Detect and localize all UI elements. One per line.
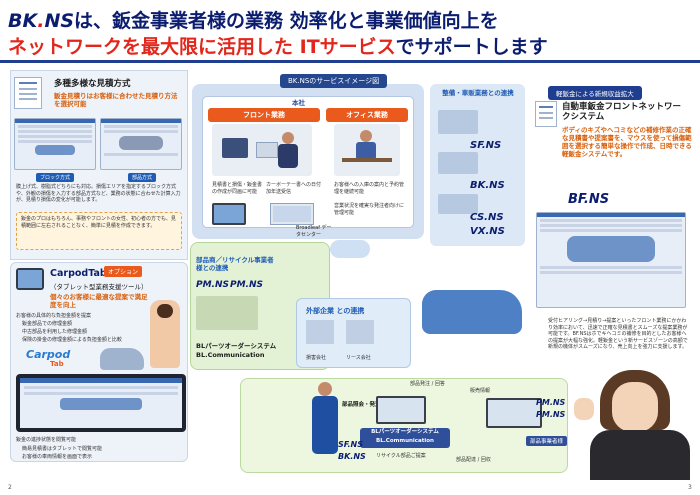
woman-face-illustration (612, 382, 658, 432)
carpod-bottom-title: 鈑金の進捗状態を閲覧可能 (16, 437, 77, 443)
office-work-heading: オフィス業務 (326, 108, 408, 122)
lease-label: リース会社 (346, 355, 371, 361)
carpod-logo-tab: Tab (50, 360, 64, 368)
bf-ns-logo: BF.NS (568, 192, 610, 207)
maintenance-logo-2: BK.NS (470, 180, 505, 191)
maintenance-title: 整備・車販業務との連携 (442, 89, 514, 97)
recycle-proposal-label: リサイクル部品ご提案 (376, 453, 426, 459)
headline-line-1: BK.NSは、鈑金事業者様の業務 効率化と事業価値向上を (8, 10, 499, 32)
maintenance-logo-1: SF.NS (470, 140, 502, 151)
new-revenue-pill: 軽鈑金による新規収益拡大 (548, 86, 642, 100)
autobody-title: 自動車鈑金フロントネットワークシステム (562, 102, 682, 122)
carpod-subtitle: （タブレット型業務支援ツール） (50, 283, 148, 291)
mechanic-head (318, 382, 332, 396)
monitor-illustration (270, 203, 314, 225)
front-desk-illustration (212, 124, 312, 176)
data-center-label: Broadleaf データセンター (296, 225, 332, 238)
block-method-label: ブロック方式 (36, 173, 75, 182)
parts-inquiry-label: 部品照会・発注 (342, 402, 381, 408)
estimate-note-box: 鈑金のプロはもちろん、事務やフロントの女性、初心者の方でも、見積範囲に左右される… (16, 212, 182, 250)
office-bullet-2: 営業状況を確実な発注者向けに管理可能 (334, 203, 405, 216)
estimate-description: 膜上げ式、樹脂式どちらにも対応。損傷エリアを指定するブロック方式や、外観の損傷を… (16, 184, 181, 203)
bl-communication-label: BL.Communication (196, 351, 265, 359)
pm-ns-logo-1: PM.NS (196, 280, 229, 290)
tablet-screenshot (16, 374, 186, 432)
carpod-logo: Carpod (26, 348, 71, 361)
office-bullet-1: お客様への入庫の案内と予約管理を継続可能 (334, 182, 405, 195)
parts-order-system-label: BLパーツオーダーシステム (196, 342, 277, 350)
estimate-title: 多種多様な見積方式 (54, 79, 131, 89)
garage-illustration-3 (438, 194, 478, 214)
parts-dealer-title: 部品商／リサイクル事業者様との連携 (196, 256, 274, 272)
insurance-label: 損害会社 (306, 355, 327, 361)
carpod-bullet-2: 鈑金部品での修理金額 (22, 321, 73, 327)
carpod-bullet-3: 中古部品を利用した修理金額 (22, 329, 88, 335)
car-illustration (422, 290, 522, 334)
front-work-heading: フロント業務 (208, 108, 320, 122)
brand-logo: BK.NS (8, 10, 75, 32)
insurance-building-icon (306, 320, 334, 344)
delivery-label: 部品配達 / 回収 (456, 457, 491, 463)
carpod-title: CarpodTab (50, 268, 107, 279)
headline-line-2: ネットワークを最大限に活用した ITサービスでサポートします (8, 36, 548, 58)
order-system-banner: BLパーツオーダーシステム BL.Communication (360, 428, 450, 448)
page-number-right: 3 (688, 484, 692, 491)
bk-ns-logo: BK.NS (338, 452, 366, 461)
external-title: 外部企業 との連携 (306, 307, 365, 315)
parts-method-screenshot (100, 118, 182, 170)
car-icon (100, 348, 144, 370)
page-number-left: 2 (8, 484, 12, 491)
document-icon (535, 101, 557, 127)
estimate-note: 鈑金のプロはもちろん、事務やフロントの女性、初心者の方でも、見積範囲に左右される… (21, 216, 176, 229)
woman-hand-illustration (574, 398, 594, 420)
carpod-bottom-bullet-1: 簡易見積書はタブレットで閲覧可能 (22, 446, 103, 452)
woman-illustration (150, 300, 180, 368)
mechanic-illustration (312, 396, 338, 454)
order-reply-label: 部品発注 / 回答 (410, 381, 445, 387)
front-bullet-2: カーボーテー書への日付加年送受信 (266, 182, 322, 195)
carpod-bullet-4: 保険の掛金の修理金額による負担金額と比較 (22, 337, 122, 343)
pm-ns-logo-4: PM.NS (536, 410, 566, 419)
office-worker-illustration (334, 124, 400, 176)
option-badge: オプション (104, 266, 143, 277)
sf-ns-logo: SF.NS (338, 440, 363, 449)
pm-ns-logo-2: PM.NS (230, 280, 263, 290)
carpod-bullet-1: お客様の具体的な負担金額を提案 (16, 313, 92, 319)
head-office-label: 本社 (292, 99, 305, 107)
maintenance-logo-4: VX.NS (470, 226, 505, 237)
pm-ns-logo-3: PM.NS (536, 398, 566, 407)
parts-warehouse-illustration (196, 296, 258, 330)
autobody-description-2: 受付ヒアリング→見積り→提案といったフロント業務にかかわり効率において、迅速で正… (548, 318, 688, 350)
carpod-bottom-bullet-2: お客様の車両情報を画面で表示 (22, 454, 93, 460)
woman-suit-illustration (590, 430, 690, 480)
cloud-icon (330, 240, 370, 258)
carpod-headline: 個々のお客様に最適な提案で満足度を向上 (50, 293, 148, 309)
autobody-description: ボディのキズやヘコミなどの補修作業の正確な見積書や提案書を、マウスを使って損傷範… (562, 126, 692, 158)
lease-building-icon (346, 320, 374, 344)
tablet-illustration (212, 203, 246, 225)
garage-illustration-2 (438, 152, 478, 174)
bf-ns-screenshot (536, 212, 686, 308)
dealer-monitor-illustration (486, 398, 542, 428)
block-method-screenshot (14, 118, 96, 170)
parts-order-flow-panel (240, 378, 568, 473)
service-image-title: BK.NSのサービスイメージ図 (280, 74, 388, 88)
sales-info-label: 販売情報 (470, 388, 491, 394)
parts-dealer-label: 部品事業者様 (526, 436, 568, 446)
header-divider (0, 60, 700, 63)
parts-method-label: 部品方式 (128, 173, 157, 182)
document-icon (14, 77, 42, 109)
tablet-icon (16, 268, 44, 290)
maintenance-logo-3: CS.NS (470, 212, 504, 223)
garage-illustration-1 (438, 110, 478, 134)
front-bullet-1: 見積書と損傷・鈑金書の作成が同画に可能 (212, 182, 263, 195)
pc-monitor-illustration (376, 396, 426, 424)
estimate-subtitle: 鈑金見積りはお客様に合わせた見積り方法を選択可能 (54, 92, 178, 108)
